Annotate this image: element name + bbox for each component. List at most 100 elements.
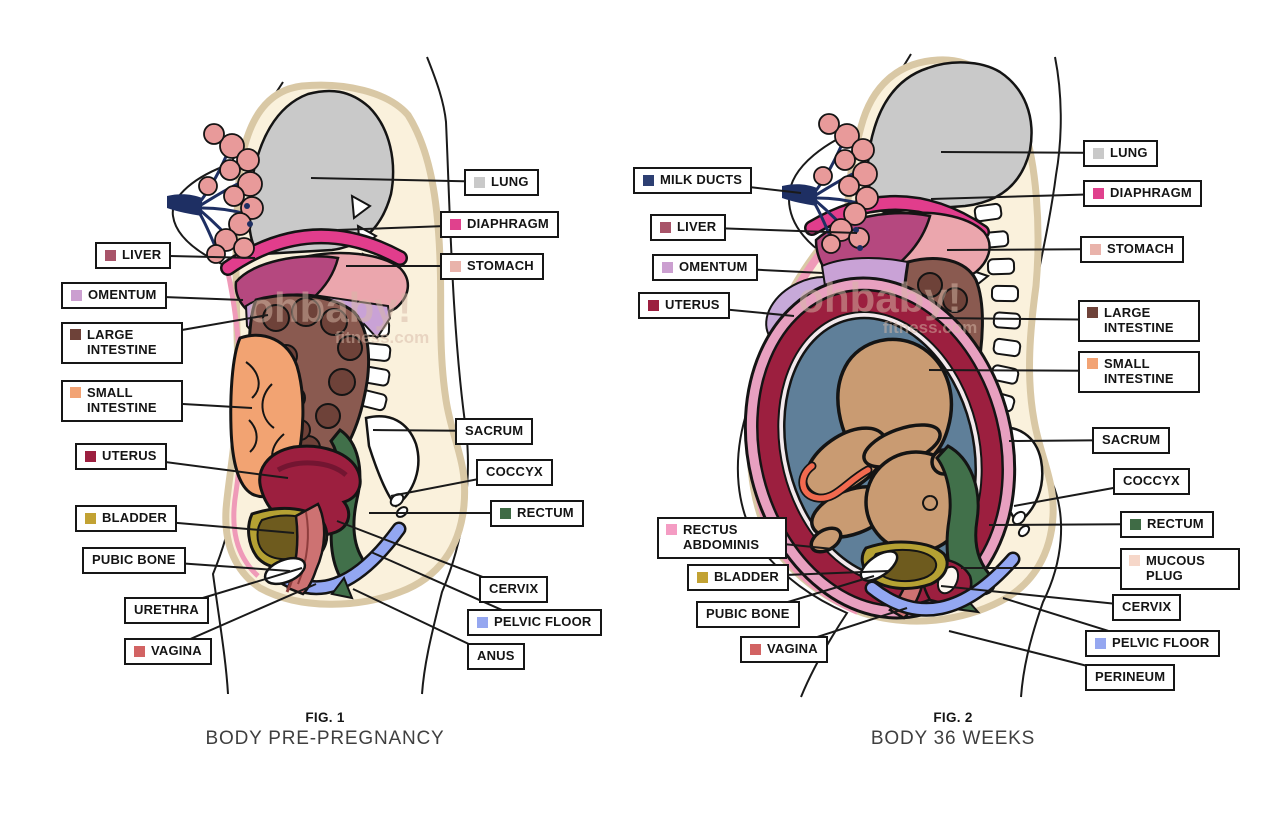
fig1-body-illustration: ohbaby! fitness.com [167,56,469,695]
label-fig2-stomach: STOMACH [1080,236,1184,263]
label-text: DIAPHRAGM [1110,185,1192,200]
label-fig2-pubic-bone: PUBIC BONE [696,601,800,628]
label-fig1-diaphragm: DIAPHRAGM [440,211,559,238]
svg-text:ohbaby!: ohbaby! [798,274,961,321]
fig1-nipple [167,194,202,216]
fig2-lung-shape [866,61,1033,214]
bladder-swatch [85,513,96,525]
label-fig1-large-intestine: LARGE INTESTINE [61,322,183,364]
pelvic-floor-swatch [1095,638,1106,650]
omentum-swatch [71,290,82,302]
label-text: STOMACH [467,258,534,273]
label-text: VAGINA [767,641,818,656]
label-text: SMALL INTESTINE [1104,356,1174,386]
label-fig1-stomach: STOMACH [440,253,544,280]
label-text: OMENTUM [88,287,157,302]
label-text: COCCYX [486,464,543,479]
label-text: SMALL INTESTINE [87,385,157,415]
label-text: OMENTUM [679,259,748,274]
label-fig1-pelvic-floor: PELVIC FLOOR [467,609,602,636]
large-intestine-swatch [1087,307,1098,318]
rectum-swatch [500,508,511,520]
svg-text:fitness.com: fitness.com [883,318,977,337]
label-text: RECTUM [517,505,574,520]
label-text: MUCOUS PLUG [1146,553,1205,583]
label-fig2-vagina: VAGINA [740,636,828,663]
rectum-swatch [1130,519,1141,531]
fig2-caption: FIG. 2 BODY 36 WEEKS [803,710,1103,750]
fig1-breast-lobules [198,123,264,264]
label-fig1-liver: LIVER [95,242,172,269]
label-text: VAGINA [151,643,202,658]
label-fig2-sacrum: SACRUM [1092,427,1171,454]
mucous-plug-swatch [1129,555,1140,566]
label-fig2-milk-ducts: MILK DUCTS [633,167,753,194]
label-fig2-mucous-plug: MUCOUS PLUG [1120,548,1240,590]
label-fig2-lung: LUNG [1083,140,1158,167]
label-text: MILK DUCTS [660,172,743,187]
fig1-sacrum-shape [364,415,420,508]
label-fig2-rectus-abdominis: RECTUS ABDOMINIS [657,517,787,559]
label-fig2-small-intestine: SMALL INTESTINE [1078,351,1200,393]
fig2-title: BODY 36 WEEKS [870,728,1036,749]
label-fig1-omentum: OMENTUM [61,282,167,309]
label-text: UTERUS [102,448,157,463]
label-text: COCCYX [1123,473,1180,488]
label-text: PELVIC FLOOR [494,614,592,629]
label-text: LUNG [491,174,529,189]
label-fig2-diaphragm: DIAPHRAGM [1083,180,1202,207]
label-text: CERVIX [489,581,539,596]
fig2-fetus [803,337,968,554]
svg-text:fitness.com: fitness.com [335,328,429,347]
label-fig1-rectum: RECTUM [490,500,584,527]
fig1-caption: FIG. 1 BODY PRE-PREGNANCY [175,710,475,750]
label-fig1-anus: ANUS [467,643,525,670]
large-intestine-swatch [70,329,81,340]
label-text: LIVER [122,247,162,262]
label-text: LIVER [677,219,717,234]
milk-ducts-swatch [643,175,654,187]
label-text: RECTUS ABDOMINIS [683,522,760,552]
label-text: PUBIC BONE [706,606,790,621]
label-fig2-large-intestine: LARGE INTESTINE [1078,300,1200,342]
label-fig1-cervix: CERVIX [479,576,549,603]
label-text: DIAPHRAGM [467,216,549,231]
label-fig2-bladder: BLADDER [687,564,789,591]
label-fig2-rectum: RECTUM [1120,511,1214,538]
small-intestine-swatch [70,387,81,398]
fig1-title: BODY PRE-PREGNANCY [205,728,445,749]
fig2-umbilical-cord [798,461,873,503]
uterus-swatch [648,300,659,312]
fig1-number: FIG. 1 [305,710,345,725]
label-fig2-uterus: UTERUS [638,292,730,319]
label-text: RECTUM [1147,516,1204,531]
label-text: CERVIX [1122,599,1172,614]
fig2-pubic-bone-shape [859,550,899,582]
fig2-coccyx-shape [1011,510,1027,526]
label-text: SACRUM [465,423,524,438]
label-fig2-liver: LIVER [650,214,727,241]
label-text: UTERUS [665,297,720,312]
label-fig2-cervix: CERVIX [1112,594,1182,621]
lung-swatch [474,177,485,189]
fig2-body-illustration: ohbaby! fitness.com [736,53,1063,698]
fig2-nipple [782,184,817,206]
label-fig1-bladder: BLADDER [75,505,177,532]
diaphragm-swatch [450,219,461,231]
label-fig1-sacrum: SACRUM [455,418,534,445]
label-fig1-lung: LUNG [464,169,539,196]
label-text: PERINEUM [1095,669,1166,684]
label-text: STOMACH [1107,241,1174,256]
fig1-anus-shape [330,575,354,600]
watermark: ohbaby! fitness.com [798,274,977,337]
label-fig2-pelvic-floor: PELVIC FLOOR [1085,630,1220,657]
label-fig1-vagina: VAGINA [124,638,212,665]
label-text: SACRUM [1102,432,1161,447]
fig2-pelvic-floor-shape [864,551,1021,617]
label-fig2-perineum: PERINEUM [1085,664,1176,691]
uterus-swatch [85,451,96,463]
pelvic-floor-swatch [477,617,488,629]
svg-text:ohbaby!: ohbaby! [248,284,411,331]
label-text: PELVIC FLOOR [1112,635,1210,650]
